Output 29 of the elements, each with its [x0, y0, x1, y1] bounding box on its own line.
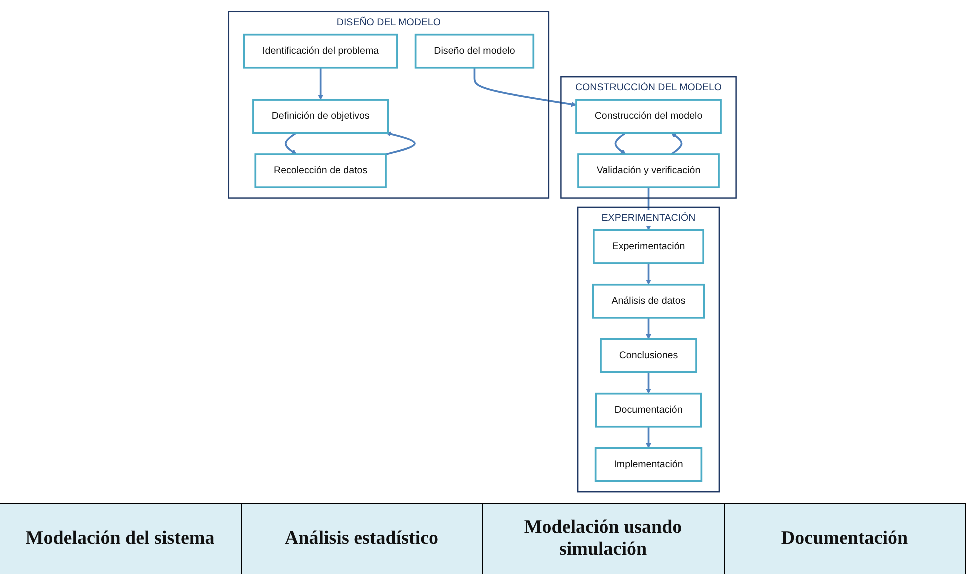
node-box	[252, 98, 390, 134]
arrow	[285, 132, 298, 154]
node-box	[596, 392, 702, 428]
node-box	[593, 229, 705, 264]
cluster	[228, 10, 550, 198]
arrow	[646, 262, 652, 285]
node-box	[244, 33, 399, 68]
cluster	[560, 76, 738, 198]
node-box	[415, 33, 535, 68]
phase-cell: Análisis estadístico	[242, 504, 483, 574]
node-box	[255, 153, 388, 188]
phase-cell: Documentación	[724, 504, 966, 574]
arrow	[318, 67, 324, 100]
arrow	[646, 372, 652, 394]
arrow	[615, 132, 627, 154]
node-box	[576, 98, 722, 134]
phase-cell: Modelación usando simulación	[483, 504, 724, 574]
node-box	[578, 153, 720, 188]
phase-cell: Modelación del sistema	[0, 504, 242, 574]
arrow	[671, 132, 684, 155]
flow-diagram: DISEÑO DEL MODELO Identificación del problema Diseño del modelo CONSTRUCCIÓN DEL MODELO Definición de objetivos Construcción del modelo Recolección de datos Validación y verificación EXPERIMENTACIÓN Experimentación Análisis de datos Conclusiones Documentación Implementación	[224, 6, 742, 496]
node-box	[600, 338, 698, 373]
arrow	[646, 317, 652, 340]
cluster	[578, 206, 720, 492]
arrow	[646, 426, 652, 448]
arrow	[386, 131, 416, 155]
node-box	[592, 283, 706, 318]
arrow	[474, 67, 578, 107]
node-box	[595, 446, 703, 482]
